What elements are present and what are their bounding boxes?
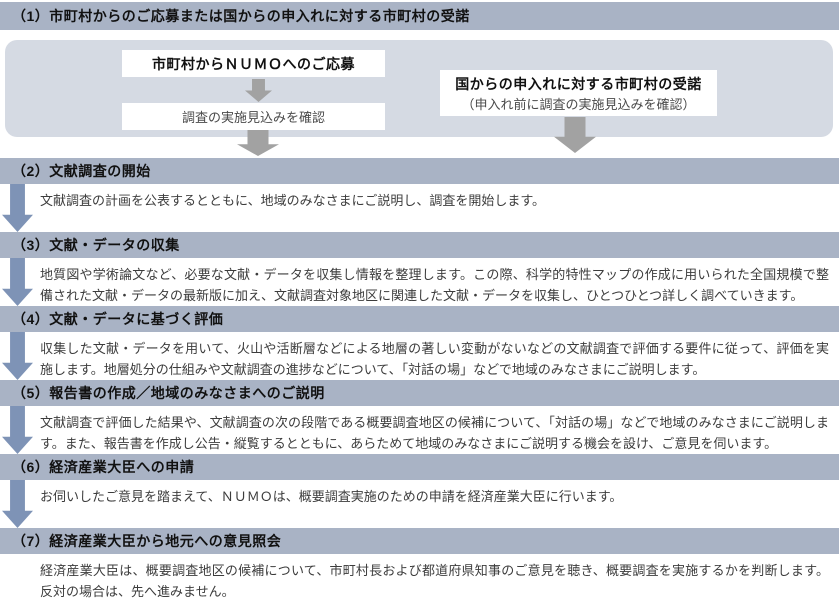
step1-flow-panel: 市町村からＮＵＭＯへのご応募 調査の実施見込みを確認 国からの申入れに対する市町…	[5, 40, 833, 156]
step7-title: （7）経済産業大臣から地元への意見照会	[12, 533, 282, 549]
step7-header-bar: （7）経済産業大臣から地元への意見照会	[0, 528, 839, 554]
step7-section: （7）経済産業大臣から地元への意見照会 経済産業大臣は、概要調査地区の候補につい…	[0, 528, 839, 600]
confirm-box-label: 調査の実施見込みを確認	[181, 110, 325, 125]
step5-title: （5）報告書の作成／地域のみなさまへのご説明	[12, 385, 325, 401]
step1-header-bar: （1）市町村からのご応募または国からの申入れに対する市町村の受諾	[0, 2, 839, 30]
step1-title: （1）市町村からのご応募または国からの申入れに対する市町村の受諾	[12, 8, 470, 24]
step3-header-bar: （3）文献・データの収集	[0, 232, 839, 258]
step4-title: （4）文献・データに基づく評価	[12, 311, 224, 327]
step5-body: 文献調査で評価した結果や、文献調査の次の段階である概要調査地区の候補について、「…	[40, 415, 829, 451]
step5-section: （5）報告書の作成／地域のみなさまへのご説明 文献調査で評価した結果や、文献調査…	[0, 380, 839, 454]
application-box-label: 市町村からＮＵＭＯへのご応募	[152, 55, 355, 72]
step6-title: （6）経済産業大臣への申請	[12, 459, 195, 475]
step5-header-bar: （5）報告書の作成／地域のみなさまへのご説明	[0, 380, 839, 406]
acceptance-box: 国からの申入れに対する市町村の受諾 （申入れ前に調査の実施見込みを確認）	[440, 70, 717, 116]
step2-title: （2）文献調査の開始	[12, 163, 151, 179]
step6-header-bar: （6）経済産業大臣への申請	[0, 454, 839, 480]
acceptance-box-note: （申入れ前に調査の実施見込みを確認）	[461, 96, 696, 112]
steps-list: （2）文献調査の開始 文献調査の計画を公表するとともに、地域のみなさまにご説明し…	[0, 158, 839, 600]
step7-body: 経済産業大臣は、概要調査地区の候補について、市町村長および都道府県知事のご意見を…	[40, 563, 829, 599]
application-box: 市町村からＮＵＭＯへのご応募	[122, 50, 385, 77]
step3-body: 地質図や学術論文など、必要な文献・データを収集し情報を整理します。この際、科学的…	[40, 267, 829, 303]
step4-body: 収集した文献・データを用いて、火山や活断層などによる地層の著しい変動がないなどの…	[40, 341, 829, 377]
step3-section: （3）文献・データの収集 地質図や学術論文など、必要な文献・データを収集し情報を…	[0, 232, 839, 306]
step2-body: 文献調査の計画を公表するとともに、地域のみなさまにご説明し、調査を開始します。	[40, 193, 546, 208]
step6-section: （6）経済産業大臣への申請 お伺いしたご意見を踏まえて、ＮＵＭＯは、概要調査実施…	[0, 454, 839, 528]
step2-header-bar: （2）文献調査の開始	[0, 158, 839, 184]
step4-header-bar: （4）文献・データに基づく評価	[0, 306, 839, 332]
confirm-box: 調査の実施見込みを確認	[122, 103, 385, 130]
step6-body: お伺いしたご意見を踏まえて、ＮＵＭＯは、概要調査実施のための申請を経済産業大臣に…	[40, 489, 623, 504]
acceptance-box-title: 国からの申入れに対する市町村の受諾	[455, 75, 702, 92]
step2-section: （2）文献調査の開始 文献調査の計画を公表するとともに、地域のみなさまにご説明し…	[0, 158, 839, 232]
step4-section: （4）文献・データに基づく評価 収集した文献・データを用いて、火山や活断層などに…	[0, 306, 839, 380]
step3-title: （3）文献・データの収集	[12, 237, 180, 253]
